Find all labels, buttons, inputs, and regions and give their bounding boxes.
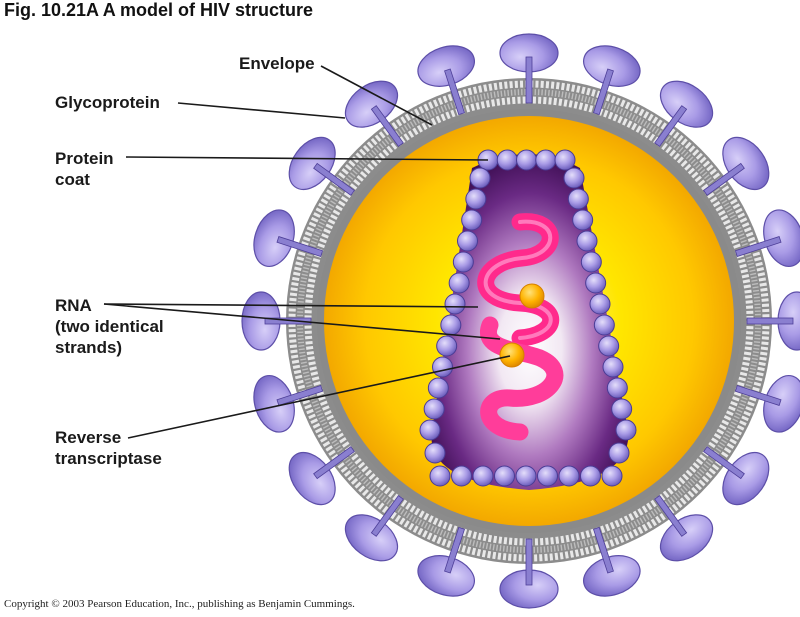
- leader-rna-1: [103, 303, 479, 308]
- capsomere-bead: [608, 442, 630, 464]
- capsomere-bead: [436, 335, 458, 357]
- capsomere-bead: [469, 167, 491, 189]
- glycoprotein-spikes: [241, 33, 800, 609]
- capsomere-bead: [515, 465, 537, 487]
- capsomere-bead: [589, 293, 611, 315]
- glycoprotein-stalk: [746, 317, 794, 325]
- capsomere-bead: [424, 442, 446, 464]
- capsomere-bead: [602, 356, 624, 378]
- capsomere-bead: [563, 167, 585, 189]
- capsomere-bead: [601, 465, 623, 487]
- rna-strand-highlight: [483, 219, 553, 340]
- glycoprotein-head: [417, 45, 475, 87]
- glycoprotein-stalk: [593, 68, 614, 116]
- capsomere-bead: [494, 465, 515, 487]
- copyright-notice: Copyright © 2003 Pearson Education, Inc.…: [4, 598, 355, 610]
- capsomeres: [419, 149, 637, 487]
- transmembrane-stalks: [264, 56, 794, 586]
- capsomere-bead: [554, 149, 576, 171]
- label-glycoprotein: Glycoprotein: [55, 93, 160, 112]
- capsomere-bead: [423, 398, 445, 420]
- glycoprotein-stalk: [734, 236, 782, 257]
- capsomere-bead: [496, 149, 518, 171]
- capsomere-bead: [615, 419, 637, 441]
- glycoprotein-stalk: [734, 385, 782, 406]
- capsomere-bead: [516, 149, 537, 171]
- label-envelope: Envelope: [239, 54, 315, 73]
- glycoprotein-stalk: [525, 56, 533, 104]
- glycoprotein-stalk: [593, 526, 614, 574]
- capsomere-bead: [452, 251, 474, 273]
- capsomere-bead: [593, 314, 615, 336]
- reverse-transcriptase-1: [519, 283, 545, 309]
- label-reverse-transcriptase: Reverse transcriptase: [55, 428, 162, 468]
- glycoprotein-stalk: [444, 526, 465, 574]
- capsomere-bead: [606, 377, 628, 399]
- capsomere-bead: [580, 465, 601, 487]
- capsomere-bead: [567, 188, 589, 210]
- capsomere-bead: [457, 230, 478, 252]
- capsomere-bead: [465, 188, 487, 210]
- glycoprotein-head: [583, 555, 641, 597]
- glycoprotein-stalk: [703, 446, 745, 480]
- glycoprotein-head: [253, 375, 295, 433]
- capsomere-bead: [448, 272, 470, 294]
- glycoprotein-head: [253, 209, 295, 267]
- capsomere-bead: [440, 314, 462, 336]
- capsomere-bead: [572, 209, 594, 231]
- label-rna: RNA (two identical strands): [55, 296, 164, 357]
- figure-title: Fig. 10.21A A model of HIV structure: [4, 0, 314, 20]
- capsomere-bead: [611, 398, 633, 420]
- glycoprotein-stalk: [703, 162, 745, 196]
- glycoprotein-stalk: [525, 538, 533, 586]
- label-protein-coat: Protein coat: [55, 149, 114, 189]
- glycoprotein-stalk: [313, 162, 355, 196]
- reverse-transcriptase-2: [499, 342, 525, 368]
- leader-envelope: [320, 65, 433, 126]
- leader-protein-coat: [125, 156, 489, 161]
- leader-rna-2: [103, 303, 501, 340]
- capsomere-bead: [558, 465, 580, 487]
- capsomere-bead: [537, 465, 558, 487]
- capsomere-bead: [461, 209, 483, 231]
- capsomere-bead: [432, 356, 453, 378]
- glycoprotein-head: [583, 45, 641, 87]
- capsomere-bead: [429, 465, 451, 487]
- glycoprotein-head: [417, 555, 475, 597]
- capsomere-bead: [472, 465, 494, 487]
- capsomere-bead: [427, 377, 449, 399]
- glycoprotein-stalk: [654, 495, 688, 537]
- glycoprotein-stalk: [654, 105, 688, 147]
- glycoprotein-stalk: [370, 105, 404, 147]
- capsomere-bead: [580, 251, 602, 273]
- glycoprotein-stalk: [444, 68, 465, 116]
- capsomere-bead: [585, 272, 607, 294]
- leader-reverse-transcriptase: [127, 355, 511, 439]
- capsomere-bead: [451, 465, 472, 487]
- glycoprotein-stalk: [276, 236, 324, 257]
- capsomere-bead: [419, 419, 441, 441]
- capsomere-bead: [598, 335, 620, 357]
- capsomere-bead: [535, 149, 557, 171]
- leader-glycoprotein: [177, 102, 346, 119]
- capsomere-bead: [576, 230, 598, 252]
- capsomere-bead: [444, 293, 466, 315]
- glycoprotein-stalk: [276, 385, 324, 406]
- glycoprotein-stalk: [370, 495, 404, 537]
- glycoprotein-stalk: [313, 446, 355, 480]
